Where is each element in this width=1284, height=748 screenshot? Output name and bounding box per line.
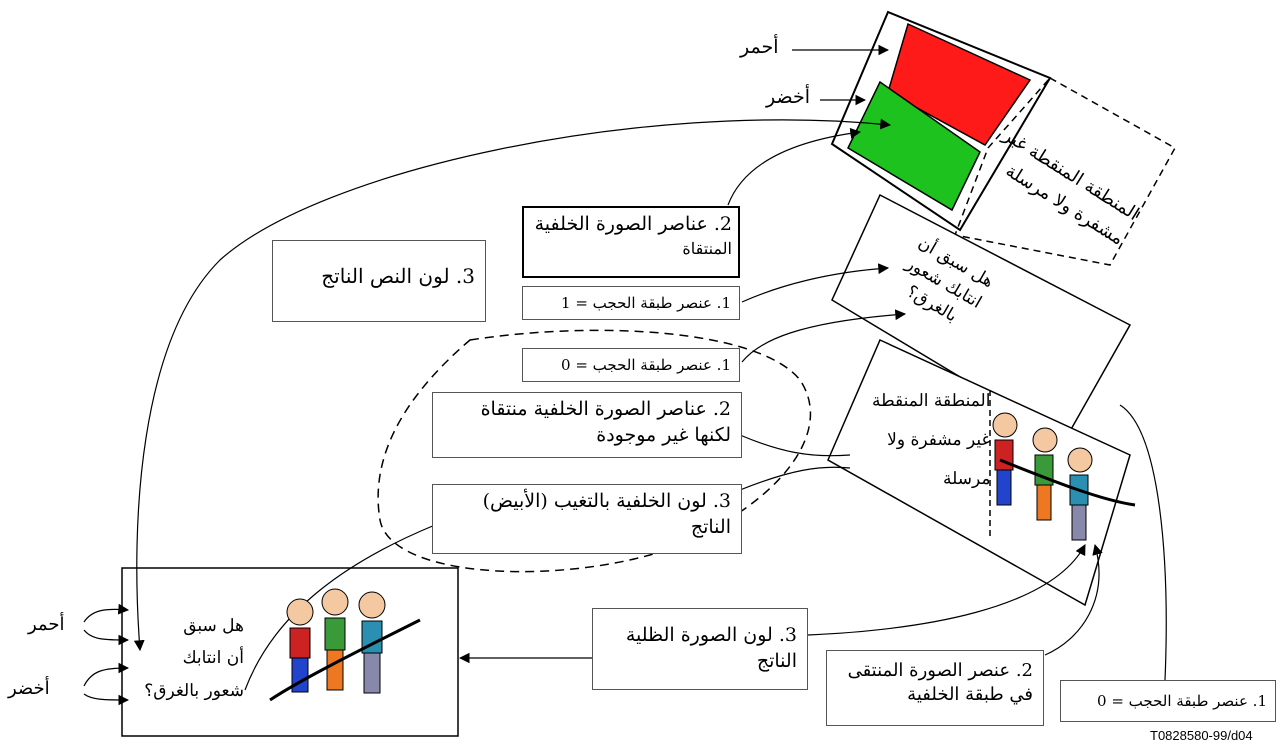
box-bg-layer-line-2: في طبقة الخلفية xyxy=(907,684,1033,706)
box-shadow-line-1: 3. لون الصورة الظلية xyxy=(625,624,797,646)
box-bg-fill-line-1: 3. لون الخلفية بالتغيب (الأبيض) xyxy=(482,490,731,512)
top-red-label: أحمر xyxy=(740,36,779,58)
red-block xyxy=(887,22,1032,146)
arrow-bg-layer-to-middle xyxy=(1044,543,1103,656)
result-question-line-3: شعور بالغرق؟ xyxy=(144,680,244,701)
arrow-mask-1 xyxy=(741,263,890,303)
arrow-result-red-2 xyxy=(83,629,130,646)
result-green-label: أخضر xyxy=(8,678,50,699)
middle-dotted-line-3: مرسلة xyxy=(942,469,991,490)
top-dotted-region xyxy=(953,77,1177,266)
middle-dotted-line-1: المنطقة المنقطة xyxy=(872,391,991,411)
box-bg-color-fill: 3. لون الخلفية بالتغيب (الأبيض) الناتج xyxy=(432,484,742,554)
arrow-arc-text-color xyxy=(133,118,892,652)
box-mask-layer-0-a: 1. عنصر طبقة الحجب = 0 xyxy=(522,348,740,382)
box-selected-missing-line-2: لكنها غير موجودة xyxy=(596,423,731,446)
result-red-label: أحمر xyxy=(28,614,65,635)
result-question-line-2: أن انتابك xyxy=(182,648,244,669)
box-selected-bg-layer-element: 2. عنصر الصورة المنتقى في طبقة الخلفية xyxy=(826,650,1044,726)
result-people-illustration xyxy=(269,588,421,702)
arrow-selected-bg xyxy=(727,127,862,206)
box-text-color-result: 3. لون النص الناتج xyxy=(272,240,486,322)
arrow-shadow-to-middle xyxy=(807,544,1086,636)
box-mask-layer-1: 1. عنصر طبقة الحجب = 1 xyxy=(522,286,740,320)
box-bg-fill-line-2: الناتج xyxy=(690,515,731,538)
box-selected-bg-line-2: المنتقاة xyxy=(682,238,732,258)
arrow-mask-0-a xyxy=(741,309,907,363)
box-mask-layer-1-text: 1. عنصر طبقة الحجب = 1 xyxy=(561,294,731,312)
box-mask-layer-0-b-text: 1. عنصر طبقة الحجب = 0 xyxy=(1097,692,1267,710)
middle-people-illustration xyxy=(992,412,1136,541)
box-text-color-result-text: 3. لون النص الناتج xyxy=(321,264,475,288)
box-selected-bg-elements: 2. عناصر الصورة الخلفية المنتقاة xyxy=(522,206,740,278)
middle-dotted-line-2: غير مشفرة ولا xyxy=(887,430,991,451)
arrow-result-green-1 xyxy=(83,662,130,687)
arrow-bg-fill-to-result xyxy=(244,524,436,691)
result-question-line-1: هل سبق xyxy=(183,616,244,636)
box-shadow-color-result: 3. لون الصورة الظلية الناتج xyxy=(592,608,808,690)
arrow-result-green-2 xyxy=(83,693,130,706)
box-mask-layer-0-b: 1. عنصر طبقة الحجب = 0 xyxy=(1060,680,1276,722)
line-mask-0-b xyxy=(1119,404,1167,681)
arrow-result-red-1 xyxy=(83,603,130,623)
box-selected-bg-line-1: 2. عناصر الصورة الخلفية xyxy=(534,213,732,235)
figure-code: T0828580-99/d04 xyxy=(1150,728,1253,743)
line-bg-fill xyxy=(739,466,851,491)
box-selected-missing-line-1: 2. عناصر الصورة الخلفية منتقاة xyxy=(480,398,731,420)
box-shadow-line-2: الناتج xyxy=(756,649,797,672)
top-green-label: أخضر xyxy=(766,86,810,108)
box-selected-missing-bg: 2. عناصر الصورة الخلفية منتقاة لكنها غير… xyxy=(432,392,742,458)
line-selected-missing xyxy=(739,434,851,457)
middle-dotted-text: المنطقة المنقطة غير مشفرة ولا مرسلة xyxy=(872,382,990,499)
result-question-text: هل سبق أن انتابك شعور بالغرق؟ xyxy=(140,610,244,707)
box-bg-layer-line-1: 2. عنصر الصورة المنتقى xyxy=(847,660,1033,681)
box-mask-layer-0-a-text: 1. عنصر طبقة الحجب = 0 xyxy=(561,356,731,374)
